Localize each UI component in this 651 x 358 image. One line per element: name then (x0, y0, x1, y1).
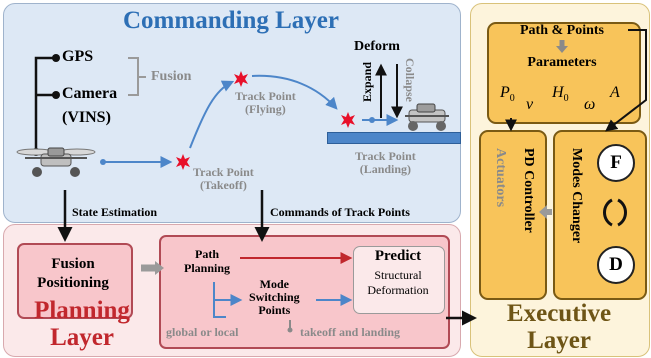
pd-controller-label: PD Controller (521, 148, 536, 233)
commanding-layer-title: Commanding Layer (123, 7, 339, 34)
planning-layer-title: Planning Layer (34, 297, 130, 351)
global-or-local-label: global or local (166, 325, 239, 339)
symbol-a: A (610, 84, 620, 101)
fusion-positioning-label: Fusion Positioning (37, 256, 109, 291)
mode-switching-label: Mode Switching Points (249, 277, 300, 317)
mode-f-circle: F (597, 144, 635, 182)
track-point-takeoff-label: Track Point (Takeoff) (193, 165, 254, 192)
landing-platform (327, 132, 461, 144)
executive-layer-title: Executive Layer (506, 300, 612, 354)
mode-d-circle: D (597, 246, 635, 284)
takeoff-and-landing-label: takeoff and landing (300, 325, 401, 339)
track-point-flying-label: Track Point (Flying) (235, 89, 296, 116)
actuators-label: Actuators (493, 148, 508, 208)
path-planning-label: Path Planning (184, 247, 231, 275)
predict-subtitle: Structural Deformation (367, 268, 429, 297)
gps-label: GPS (62, 48, 94, 65)
deform-label: Deform (354, 39, 400, 54)
symbol-h0: H0 (552, 84, 569, 105)
camera-label: Camera (62, 85, 118, 102)
vins-label: (VINS) (62, 109, 111, 126)
state-estimation-label: State Estimation (72, 205, 157, 219)
expand-label: Expand (360, 62, 374, 103)
predict-title: Predict (374, 248, 422, 264)
symbol-p0: P0 (500, 84, 515, 105)
symbol-v: v (526, 96, 534, 113)
fusion-label: Fusion (151, 69, 192, 84)
commands-label: Commands of Track Points (270, 205, 410, 219)
fusion-positioning-box (17, 243, 133, 319)
track-point-landing-label: Track Point (Landing) (355, 149, 416, 176)
symbol-omega: ω (584, 96, 596, 113)
parameters-label: Parameters (527, 55, 597, 70)
modes-changer-label: Modes Changer (569, 148, 584, 244)
predict-box (353, 246, 445, 314)
collapse-label: Collapse (403, 58, 417, 103)
path-points-label: Path & Points (520, 23, 604, 38)
